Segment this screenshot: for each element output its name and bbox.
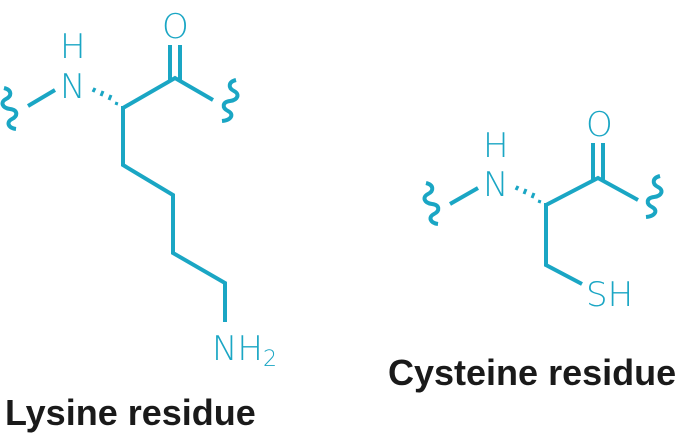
cysteine-side-chain [544, 203, 583, 286]
cysteine-amide-h: H [483, 126, 509, 166]
lysine-carbonyl-o: O [162, 7, 189, 47]
cysteine-amide-n: N [483, 165, 508, 205]
cysteine-hashed-bond [514, 185, 542, 204]
lysine-amine: NH2 [212, 329, 277, 372]
cysteine-left-wavy-bond-icon [422, 181, 441, 226]
lysine-amide-n: N [60, 67, 85, 107]
cysteine-structure: N H O SH [422, 105, 664, 315]
lysine-side-chain [121, 106, 227, 322]
lysine-structure: N H O NH2 [0, 7, 277, 372]
lysine-amide-h: H [60, 27, 86, 67]
lysine-label: Lysine residue [5, 392, 256, 433]
lysine-bond-n-left [26, 88, 57, 108]
cysteine-backbone [545, 175, 639, 207]
cysteine-right-wavy-bond-icon [645, 174, 664, 219]
lysine-backbone [122, 75, 215, 110]
lysine-right-wavy-bond-icon [221, 78, 240, 123]
cysteine-bond-n-left [449, 186, 479, 206]
cysteine-thiol: SH [586, 275, 633, 315]
cysteine-label: Cysteine residue [388, 352, 677, 393]
lysine-left-wavy-bond-icon [0, 86, 19, 131]
lysine-hashed-bond [91, 87, 119, 106]
cysteine-carbonyl-o: O [586, 105, 613, 145]
